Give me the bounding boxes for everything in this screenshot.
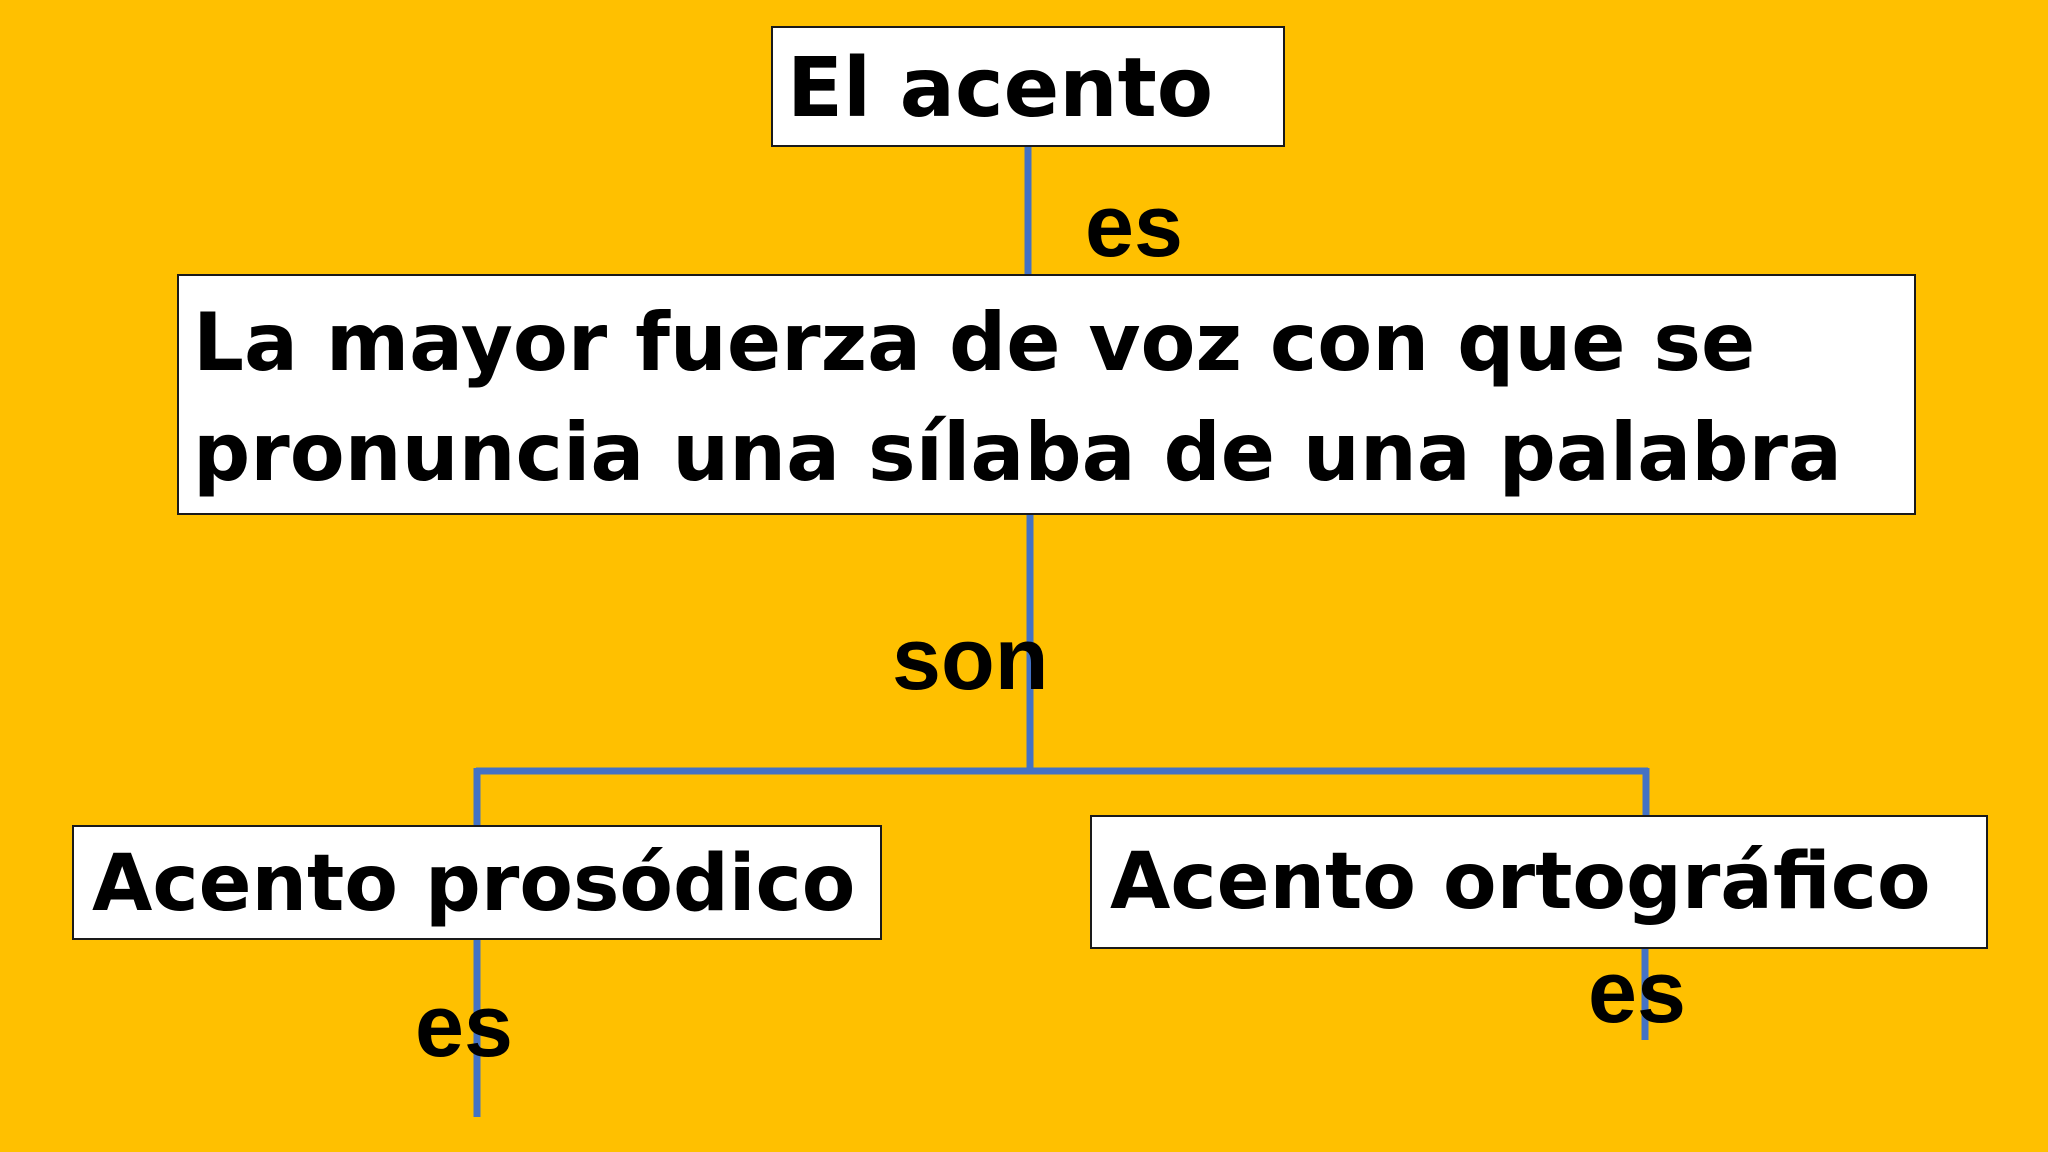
node-acento-prosodico-text: Acento prosódico	[92, 839, 856, 929]
link-label-es-prosodico: es	[415, 976, 513, 1075]
node-definition: La mayor fuerza de voz con que se pronun…	[177, 274, 1916, 515]
link-label-son: son	[892, 609, 1049, 708]
node-acento-prosodico: Acento prosódico	[72, 825, 882, 940]
node-acento-ortografico-text: Acento ortográfico	[1110, 837, 1931, 927]
node-el-acento-text: El acento	[787, 41, 1214, 136]
link-label-es-top: es	[1085, 176, 1183, 275]
node-definition-line-1: La mayor fuerza de voz con que se	[193, 296, 1756, 389]
link-label-es-ortografico: es	[1588, 942, 1686, 1041]
node-acento-ortografico: Acento ortográfico	[1090, 815, 1988, 949]
node-definition-line-2: pronuncia una sílaba de una palabra	[193, 406, 1842, 499]
node-el-acento: El acento	[771, 26, 1285, 147]
